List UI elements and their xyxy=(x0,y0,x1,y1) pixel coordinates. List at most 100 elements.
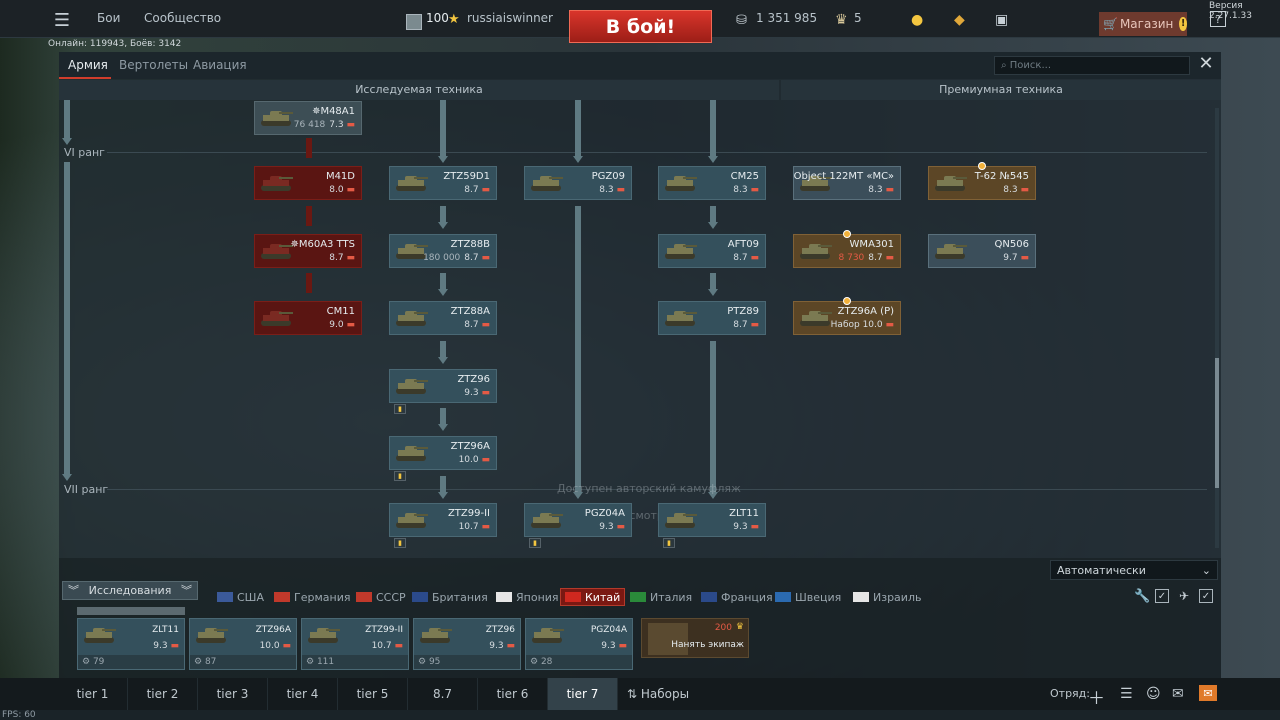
tab-aviation[interactable]: Авиация xyxy=(193,58,247,72)
nation-tab-4[interactable]: Япония xyxy=(496,589,559,605)
nation-tab-8[interactable]: Швеция xyxy=(775,589,841,605)
flag-icon xyxy=(565,592,581,602)
chat-icon[interactable]: ✉ xyxy=(1172,686,1184,702)
nation-tab-0[interactable]: США xyxy=(217,589,264,605)
vehicle-type-icon: ▬ xyxy=(394,641,403,651)
hire-crew-slot[interactable]: 200 ♛ Нанять экипаж xyxy=(641,618,749,658)
nation-tab-1[interactable]: Германия xyxy=(274,589,350,605)
battle-rating: 8.3 ▬ xyxy=(1003,185,1029,195)
add-squad-icon[interactable]: ＋ xyxy=(1088,689,1105,709)
coupon-icon[interactable]: ▣ xyxy=(995,12,1009,28)
tab-helicopters[interactable]: Вертолеты xyxy=(119,58,189,72)
nation-label: Британия xyxy=(432,590,488,604)
battles-menu[interactable]: Бои xyxy=(97,11,121,25)
nation-tab-5[interactable]: Китай xyxy=(559,588,626,606)
checkbox-icon[interactable]: ✓ xyxy=(1155,589,1169,603)
tier-tab-0[interactable]: tier 1 xyxy=(58,678,128,710)
vehicle-type-icon: ▬ xyxy=(616,522,625,532)
tier-tab-6[interactable]: tier 6 xyxy=(478,678,548,710)
vehicle-name: PTZ89 xyxy=(727,306,759,317)
tab-army[interactable]: Армия xyxy=(68,58,108,72)
nation-tab-6[interactable]: Италия xyxy=(630,589,692,605)
nation-tab-9[interactable]: Израиль xyxy=(853,589,921,605)
crew-label: Нанять экипаж xyxy=(671,640,744,650)
battle-rating: 10.0 ▬ xyxy=(459,455,490,465)
rank-arrow-line xyxy=(64,162,70,474)
vehicle-type-icon: ▬ xyxy=(750,522,759,532)
hamburger-icon[interactable]: ☰ xyxy=(53,9,71,31)
scrollbar-thumb[interactable] xyxy=(1215,358,1219,488)
slot-vehicle-name: ZTZ96A xyxy=(255,625,291,635)
shop-button[interactable]: 🛒 Магазин ! xyxy=(1099,12,1187,36)
tier-tab-2[interactable]: tier 3 xyxy=(198,678,268,710)
battle-rating: 10.7 ▬ xyxy=(459,522,490,532)
vehicle-name: ✵M48A1 xyxy=(312,106,355,117)
contacts-icon[interactable]: ☺ xyxy=(1146,686,1161,702)
username[interactable]: russiaiswinner xyxy=(467,11,553,25)
community-menu[interactable]: Сообщество xyxy=(144,11,222,25)
help-button[interactable]: ? xyxy=(1210,11,1226,27)
vehicle-name: ZTZ88B xyxy=(450,239,490,250)
research-toggle[interactable]: ︾Исследования︾ xyxy=(62,581,198,600)
nation-tab-2[interactable]: СССР xyxy=(356,589,406,605)
list-icon[interactable]: ☰ xyxy=(1120,686,1133,702)
tier-tab-4[interactable]: tier 5 xyxy=(338,678,408,710)
vehicle-type-icon: ▬ xyxy=(170,641,179,651)
scrollbar[interactable] xyxy=(1215,108,1219,548)
vehicle-card-ztz96a[interactable]: ZTZ96A 10.0 ▬ xyxy=(389,436,497,470)
mail-icon[interactable]: ✉ xyxy=(1199,685,1217,701)
avatar[interactable] xyxy=(406,14,422,30)
tank-icon xyxy=(394,509,428,531)
silver-balance[interactable]: 1 351 985 xyxy=(756,11,818,25)
tier-tab-7[interactable]: tier 7 xyxy=(548,678,618,710)
aircraft-icon[interactable]: ✈ xyxy=(1179,589,1190,603)
vehicle-cost: 8 730 xyxy=(838,253,865,263)
vehicle-card-ztz96ap[interactable]: ZTZ96A (P)Набор 10.0 ▬ xyxy=(793,301,901,335)
close-button[interactable]: ✕ xyxy=(1198,53,1214,74)
sets-button[interactable]: ⇅ Наборы xyxy=(627,678,689,710)
tier-tab-5[interactable]: 8.7 xyxy=(408,678,478,710)
preset-select[interactable]: Автоматически⌄ xyxy=(1050,560,1218,580)
golden-eagles-icon: ♛ xyxy=(735,622,744,632)
slot-battle-rating-value: 9.3 xyxy=(489,641,504,651)
wrench-icon[interactable]: 🔧 xyxy=(1134,589,1151,604)
checkbox-icon[interactable]: ✓ xyxy=(1199,589,1213,603)
vehicle-name: ZTZ96A xyxy=(450,441,490,452)
lightbulb-icon[interactable]: ● xyxy=(911,12,924,28)
nation-tab-3[interactable]: Британия xyxy=(412,589,488,605)
tier-tab-3[interactable]: tier 4 xyxy=(268,678,338,710)
tank-icon xyxy=(259,307,293,329)
nation-label: Франция xyxy=(721,590,773,604)
tier-tab-1[interactable]: tier 2 xyxy=(128,678,198,710)
rank-badge-icon[interactable]: ◆ xyxy=(954,12,965,28)
vehicle-card-obj122[interactable]: Object 122MT «MC»8.3 ▬ xyxy=(793,166,901,200)
vehicle-type-icon: ▬ xyxy=(282,641,291,651)
eagles-balance[interactable]: 5 xyxy=(854,11,862,25)
search-input[interactable]: ⌕ Поиск... xyxy=(994,56,1190,75)
nation-tab-7[interactable]: Франция xyxy=(701,589,773,605)
battle-button[interactable]: В бой! xyxy=(569,10,712,43)
